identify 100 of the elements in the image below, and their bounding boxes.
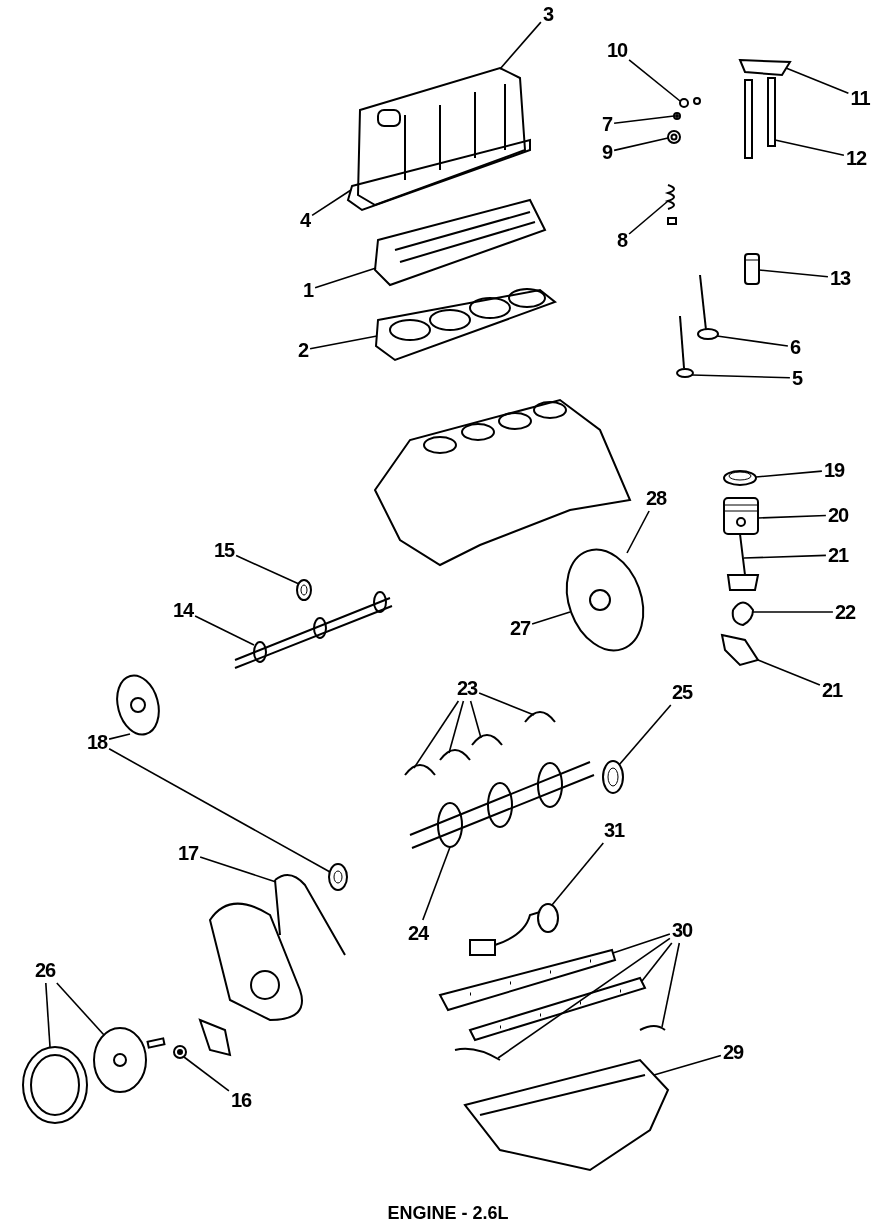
callout-number: 28: [645, 487, 667, 509]
callout-number: 23: [456, 677, 478, 699]
callout-number: 4: [299, 209, 311, 231]
lifter-drawing: [744, 253, 760, 285]
callout-number: 26: [34, 959, 56, 981]
leader-line: [235, 554, 300, 585]
callout-number: 15: [213, 539, 235, 561]
camshaft-plug-drawing: [296, 579, 312, 601]
intake-valve-drawing: [697, 274, 719, 340]
leader-line: [661, 942, 681, 1028]
leader-line: [497, 937, 671, 1059]
leader-line: [56, 982, 105, 1036]
callout-number: 13: [829, 267, 851, 289]
flywheel-drawing: [565, 548, 645, 652]
leader-line: [531, 611, 571, 625]
callout-number: 20: [827, 504, 849, 526]
piston-ring-drawing: [723, 470, 757, 486]
callout-number: 18: [86, 731, 108, 753]
leader-line: [752, 611, 834, 613]
bearing-shell-drawing: [471, 734, 503, 746]
callout-number: 29: [722, 1041, 744, 1063]
valve-seal-drawing: [673, 112, 681, 120]
oil-pan-drawing: [463, 1058, 670, 1172]
callout-number: 5: [791, 367, 803, 389]
callout-number: 19: [823, 459, 845, 481]
leader-line: [743, 554, 827, 559]
callout-number: 3: [542, 3, 554, 25]
rod-cap-drawing: [720, 633, 760, 667]
leader-line: [757, 514, 827, 519]
bearing-shell-drawing: [524, 711, 556, 723]
leader-line: [785, 67, 850, 95]
pulley-drawing: [93, 1027, 147, 1093]
valve-keeper-drawing: [679, 97, 701, 108]
callout-number: 7: [601, 113, 613, 135]
valve-spring-drawing: [667, 184, 677, 225]
leader-line: [628, 200, 669, 235]
leader-line: [309, 335, 378, 350]
leader-line: [641, 942, 673, 982]
leader-line: [499, 21, 542, 70]
crankshaft-sprocket-drawing: [328, 863, 348, 891]
leader-line: [755, 470, 823, 478]
oil-pan-gasket-drawing: [468, 976, 647, 1042]
leader-line: [757, 659, 821, 686]
leader-line: [774, 139, 845, 157]
diagram-caption: ENGINE - 2.6L: [387, 1203, 509, 1223]
leader-line: [653, 1054, 722, 1076]
callout-number: 24: [407, 922, 429, 944]
bearing-shell-drawing: [404, 764, 436, 776]
leader-line: [626, 510, 650, 554]
leader-line: [314, 267, 377, 289]
rod-bearing-drawing: [731, 601, 754, 626]
rear-main-seal-drawing: [602, 760, 624, 794]
camshaft-sprocket-drawing: [116, 674, 160, 736]
callout-number: 6: [789, 336, 801, 358]
leader-line: [422, 846, 451, 921]
end-seal-drawing: [454, 1047, 501, 1061]
leader-line: [613, 137, 669, 152]
leader-line: [194, 615, 255, 646]
connecting-rod-drawing: [727, 533, 760, 591]
callout-number: 11: [850, 87, 870, 109]
leader-line: [716, 335, 789, 347]
camshaft-drawing: [234, 591, 393, 669]
callout-number: 16: [230, 1089, 252, 1111]
callout-number: 9: [601, 141, 613, 163]
callout-number: 14: [172, 599, 194, 621]
crankshaft-drawing: [409, 761, 595, 849]
callout-number: 21: [821, 679, 843, 701]
leader-line: [478, 692, 535, 716]
spring-retainer-drawing: [667, 130, 681, 144]
pulley-drawing: [22, 1046, 88, 1124]
oil-pickup-drawing: [469, 903, 559, 956]
leader-line: [691, 374, 791, 379]
leader-line: [612, 933, 671, 954]
callout-number: 10: [606, 39, 628, 61]
callout-number: 30: [671, 919, 693, 941]
leader-line: [311, 189, 352, 217]
pushrod-drawing: [744, 77, 776, 159]
leader-line: [108, 748, 331, 873]
valve-cover-drawing: [357, 66, 527, 207]
leader-line: [613, 115, 675, 124]
callout-number: 1: [302, 279, 314, 301]
callout-number: 8: [616, 229, 628, 251]
callout-number: 25: [671, 681, 693, 703]
exhaust-valve-drawing: [676, 315, 694, 378]
callout-number: 21: [827, 544, 849, 566]
bearing-shell-drawing: [439, 749, 471, 761]
valve-cover-gasket-drawing: [346, 138, 531, 212]
leader-line: [469, 700, 482, 739]
leader-line: [758, 269, 829, 278]
end-seal-drawing: [639, 1025, 666, 1031]
leader-line: [628, 59, 681, 102]
leader-line: [551, 842, 605, 906]
head-gasket-drawing: [374, 288, 557, 362]
rocker-arm-drawing: [738, 58, 792, 77]
cylinder-head-drawing: [373, 198, 547, 287]
callout-number: 27: [509, 617, 531, 639]
leader-line: [183, 1056, 230, 1092]
oil-pan-gasket-drawing: [438, 948, 617, 1012]
washer-drawing: [173, 1045, 187, 1059]
callout-number: 22: [834, 601, 856, 623]
